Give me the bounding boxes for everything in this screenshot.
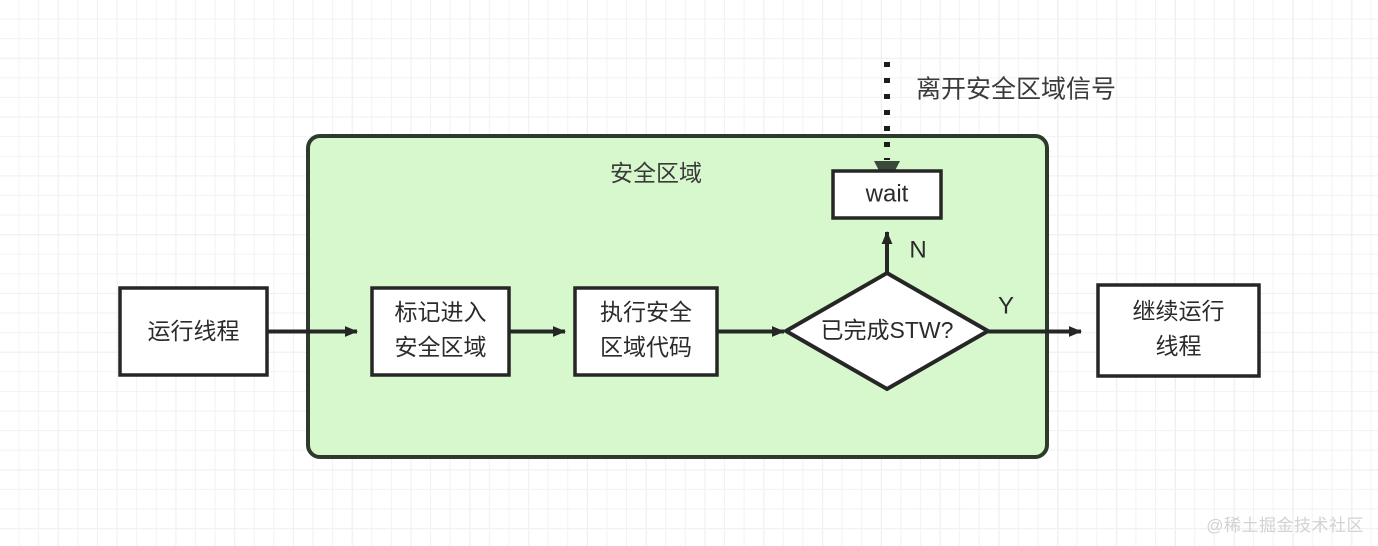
node-stw-done-diamond[interactable] — [781, 270, 993, 392]
safe-region-label: 安全区域 — [610, 160, 702, 186]
node-stw-done[interactable]: 已完成STW? — [781, 270, 993, 392]
leave-signal-annotation: 离开安全区域信号 — [874, 62, 1116, 186]
node-run-thread[interactable]: 运行线程 — [118, 286, 269, 377]
node-mark-enter-label-line2: 安全区域 — [395, 334, 487, 360]
node-wait-label: wait — [865, 180, 909, 207]
node-exec-safe-code-box[interactable] — [573, 286, 719, 377]
node-wait-box[interactable] — [831, 169, 943, 220]
node-exec-safe-code-label-line1: 执行安全 — [600, 299, 692, 325]
node-continue-thread[interactable]: 继续运行 线程 — [1096, 283, 1261, 378]
node-continue-thread-box[interactable] — [1096, 283, 1261, 378]
watermark: @稀土掘金技术社区 — [1206, 516, 1364, 535]
node-run-thread-label: 运行线程 — [148, 318, 240, 344]
node-wait[interactable]: wait — [831, 169, 943, 220]
node-continue-thread-label-line2: 线程 — [1156, 333, 1202, 359]
node-mark-enter-box[interactable] — [370, 286, 511, 377]
node-continue-thread-label-line1: 继续运行 — [1133, 298, 1225, 324]
node-mark-enter-label-line1: 标记进入 — [395, 299, 487, 325]
node-stw-done-label: 已完成STW? — [821, 317, 954, 343]
leave-signal-label: 离开安全区域信号 — [916, 76, 1116, 104]
node-mark-enter[interactable]: 标记进入 安全区域 — [370, 286, 511, 377]
node-run-thread-box[interactable] — [118, 286, 269, 377]
edge-label-y: Y — [998, 292, 1014, 319]
edge-label-n: N — [909, 236, 926, 263]
node-exec-safe-code[interactable]: 执行安全 区域代码 — [573, 286, 719, 377]
node-exec-safe-code-label-line2: 区域代码 — [600, 334, 692, 360]
